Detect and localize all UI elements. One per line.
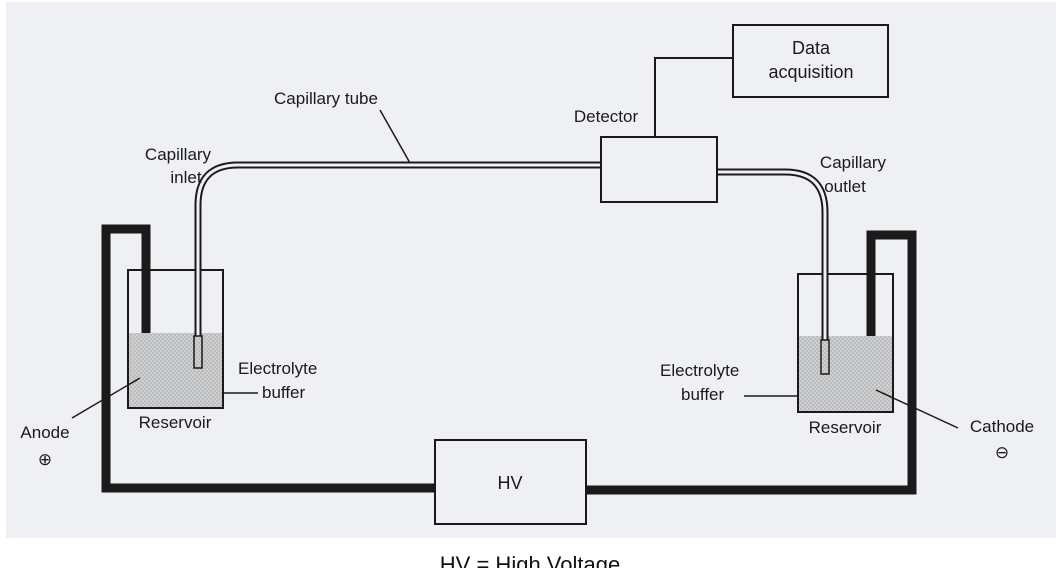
right-buffer-label-1: Electrolyte	[660, 361, 739, 380]
capillary-tube-label: Capillary tube	[274, 89, 378, 108]
capillary-tube-bore	[196, 163, 827, 374]
data-acquisition-label-2: acquisition	[768, 62, 853, 82]
detector-box	[600, 136, 718, 203]
left-buffer-label-1: Electrolyte	[238, 359, 317, 378]
anode-symbol: ⊕	[38, 450, 52, 469]
detector-label: Detector	[574, 107, 639, 126]
right-reservoir-box	[797, 273, 894, 413]
data-acquisition-box	[732, 24, 889, 98]
anode-leader	[71, 377, 141, 419]
left-buffer	[128, 333, 223, 408]
cathode-wire	[586, 230, 917, 495]
hv-box	[434, 439, 587, 525]
left-reservoir-label: Reservoir	[139, 413, 212, 432]
capillary-inlet-label-1: Capillary	[145, 145, 212, 164]
capillary-electrophoresis-diagram: HV Data acquisition Detector Capillary t…	[6, 2, 1056, 538]
anode-wire	[101, 224, 435, 493]
cathode-symbol: ⊖	[995, 443, 1009, 462]
capillary-inlet-label-2: inlet	[170, 168, 201, 187]
right-reservoir-label: Reservoir	[809, 418, 882, 437]
data-acquisition-label-1: Data	[792, 38, 831, 58]
right-buffer-label-2: buffer	[681, 385, 725, 404]
right-buffer	[798, 336, 893, 412]
detector-connector	[654, 57, 733, 137]
capillary-tube-leader	[379, 109, 411, 164]
capillary-outlet-label-1: Capillary	[820, 153, 887, 172]
left-buffer-label-2: buffer	[262, 383, 306, 402]
left-reservoir-box	[127, 269, 224, 409]
cathode-label: Cathode	[970, 417, 1034, 436]
cathode-leader	[875, 389, 959, 429]
figure-caption: HV = High Voltage	[439, 552, 621, 568]
anode-label: Anode	[20, 423, 69, 442]
capillary-outlet-label-2: outlet	[824, 177, 866, 196]
capillary-outlet-tip	[820, 339, 830, 375]
capillary-inlet-tip	[193, 335, 203, 369]
hv-label: HV	[497, 473, 522, 493]
